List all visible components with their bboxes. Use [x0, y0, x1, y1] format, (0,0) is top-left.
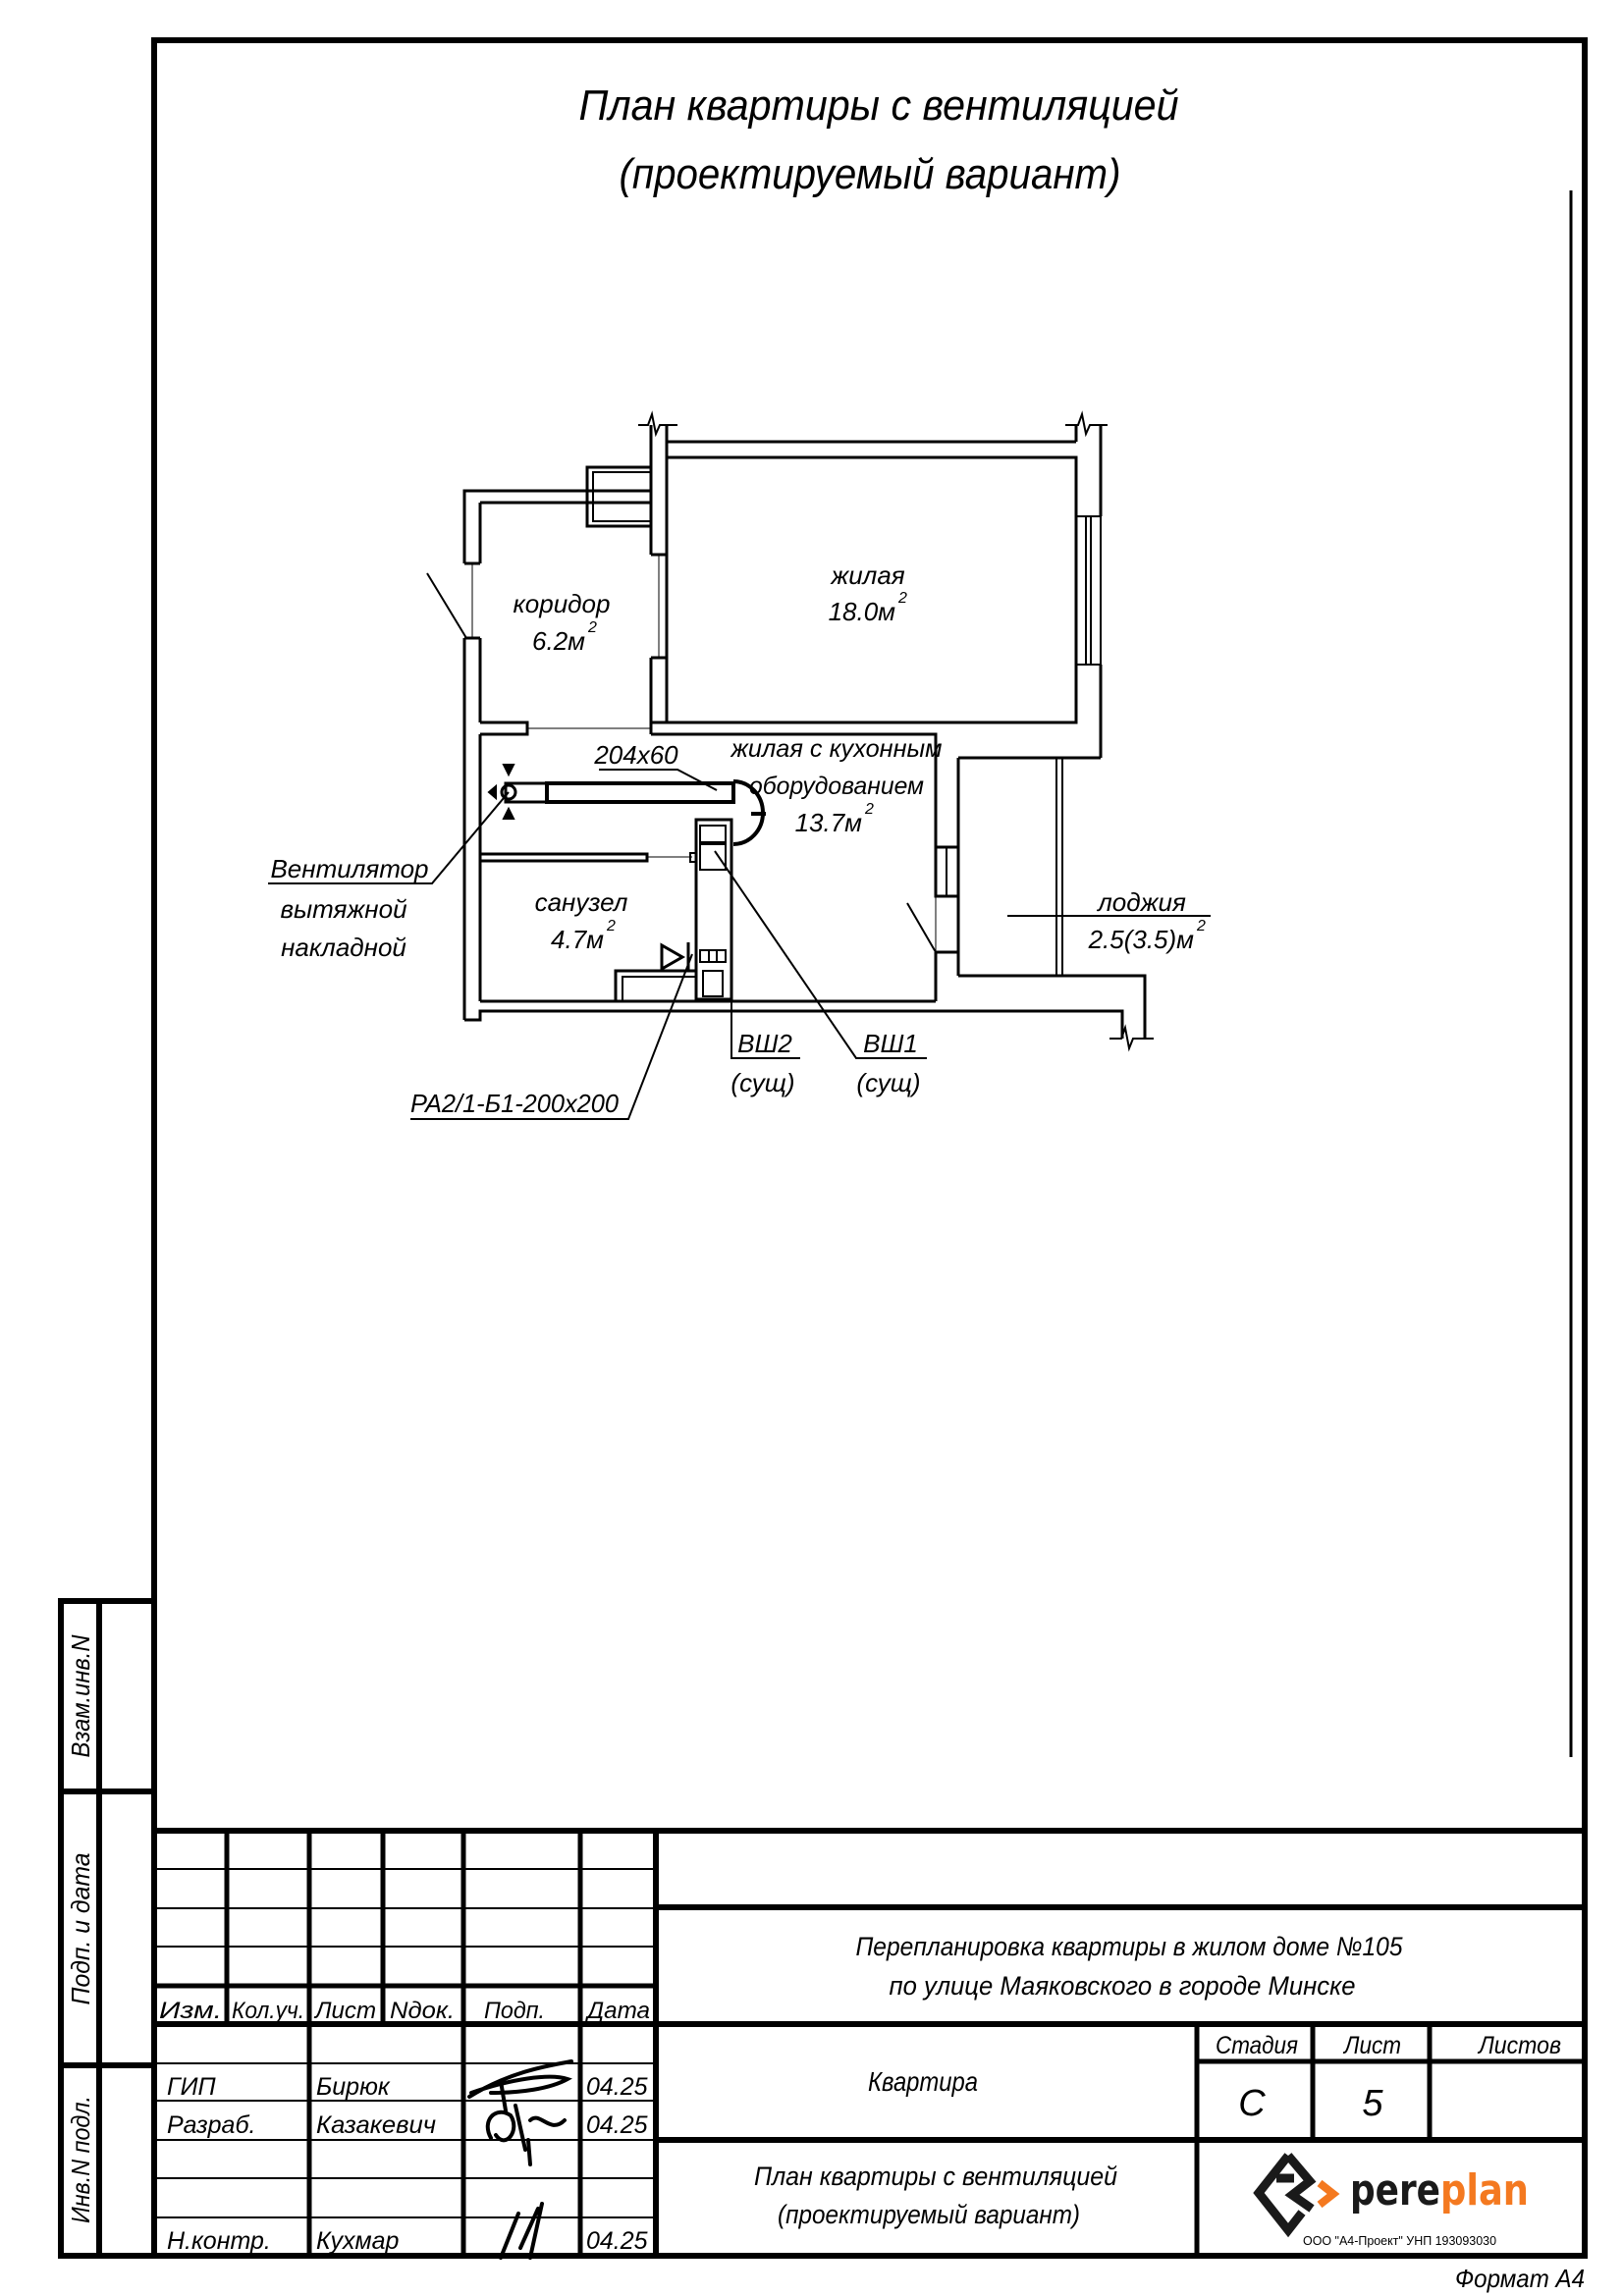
grille-label: РА2/1-Б1-200х200	[410, 1089, 620, 1118]
signatures	[467, 2059, 573, 2260]
shaft1-note: (сущ)	[856, 1068, 920, 1097]
stamp-inv-original: Инв.N подл.	[66, 2096, 95, 2223]
sheets-header: Листов	[1477, 2032, 1561, 2059]
stage-value: С	[1238, 2083, 1266, 2124]
signer-date: 04.25	[586, 2111, 648, 2139]
header-kol-uch: Кол.уч.	[232, 1998, 304, 2024]
sheet-title-line2: (проектируемый вариант)	[620, 150, 1121, 198]
sheet-frame	[151, 37, 1588, 2259]
signer-name: Кухмар	[316, 2227, 399, 2255]
room-area-bathroom: 4.7м	[551, 925, 604, 954]
logo-text-plan: plan	[1440, 2165, 1529, 2216]
room-name-kitchen-line2: оборудованием	[749, 773, 924, 800]
room-area-sup: 2	[587, 619, 597, 636]
header-podp: Подп.	[484, 1998, 545, 2024]
room-area-sup: 2	[1196, 918, 1206, 934]
logo-text-pere: pere	[1350, 2165, 1440, 2216]
pereplan-logo-icon	[1253, 2153, 1317, 2238]
room-area-sup: 2	[606, 918, 616, 934]
floor-plan	[268, 410, 1211, 1120]
title-block	[154, 1828, 1585, 2256]
signer-role: ГИП	[167, 2073, 216, 2101]
room-area-kitchen: 13.7м	[795, 808, 863, 837]
signer-date: 04.25	[586, 2227, 648, 2255]
room-area-sup: 2	[897, 590, 907, 607]
header-list: Лист	[313, 1998, 376, 2024]
stage-header: Стадия	[1216, 2032, 1298, 2059]
logo-chevron-icon	[1317, 2179, 1340, 2209]
shaft2-note: (сущ)	[730, 1068, 794, 1097]
pereplan-logo: pere plan ООО "А4-Проект" УНП 193093030	[1253, 2153, 1529, 2248]
signer-name: Бирюк	[316, 2073, 391, 2101]
plan-labels: жилая 18.0м 2 коридор 6.2м 2 жилая с кух…	[270, 561, 1206, 1118]
format-label: Формат А4	[1455, 2264, 1585, 2293]
company-info: ООО "А4-Проект" УНП 193093030	[1303, 2233, 1496, 2248]
room-name-bathroom: санузел	[535, 887, 628, 917]
side-stamps	[58, 1598, 157, 2259]
sheet-title-block-line1: План квартиры с вентиляцией	[754, 2162, 1117, 2191]
stamp-sign-date: Подп. и дата	[66, 1853, 95, 2005]
title-block-text: Изм. Кол.уч. Лист Nдок. Подп. Дата ГИП Б…	[159, 1932, 1561, 2260]
room-area-loggia: 2.5(3.5)м	[1088, 925, 1195, 954]
duct-size-label: 204х60	[593, 740, 678, 770]
header-izm: Изм.	[159, 1998, 222, 2024]
sheet-title-block-line2: (проектируемый вариант)	[778, 2200, 1080, 2229]
room-area-living: 18.0м	[829, 597, 896, 626]
signer-date: 04.25	[586, 2073, 648, 2101]
fan-label-line2: вытяжной	[280, 894, 406, 924]
shaft2-label: ВШ2	[737, 1029, 792, 1058]
signer-role: Н.контр.	[167, 2227, 271, 2255]
room-name-living: жилая	[830, 561, 904, 590]
room-area-corridor: 6.2м	[532, 626, 585, 656]
fan-label-line3: накладной	[281, 933, 406, 962]
room-area-sup: 2	[864, 801, 874, 818]
header-date: Дата	[584, 1998, 650, 2024]
sheet-number: 5	[1362, 2083, 1383, 2124]
stamp-replace-inv: Взам.инв.N	[66, 1634, 95, 1757]
object-name: Квартира	[868, 2066, 978, 2097]
sheet-title-line1: План квартиры с вентиляцией	[579, 81, 1179, 130]
shaft1-label: ВШ1	[863, 1029, 918, 1058]
room-name-corridor: коридор	[514, 589, 611, 618]
project-title-line1: Перепланировка квартиры в жилом доме №10…	[856, 1932, 1404, 1961]
header-ndok: Nдок.	[390, 1998, 455, 2024]
room-name-loggia: лоджия	[1096, 887, 1186, 917]
signer-role: Разраб.	[167, 2111, 255, 2139]
project-title-line2: по улице Маяковского в городе Минске	[890, 1971, 1356, 2001]
room-name-kitchen: жилая с кухонным	[730, 735, 942, 763]
signer-name: Казакевич	[316, 2111, 436, 2139]
sheet-header: Лист	[1342, 2032, 1401, 2059]
fan-label-line1: Вентилятор	[270, 854, 428, 883]
